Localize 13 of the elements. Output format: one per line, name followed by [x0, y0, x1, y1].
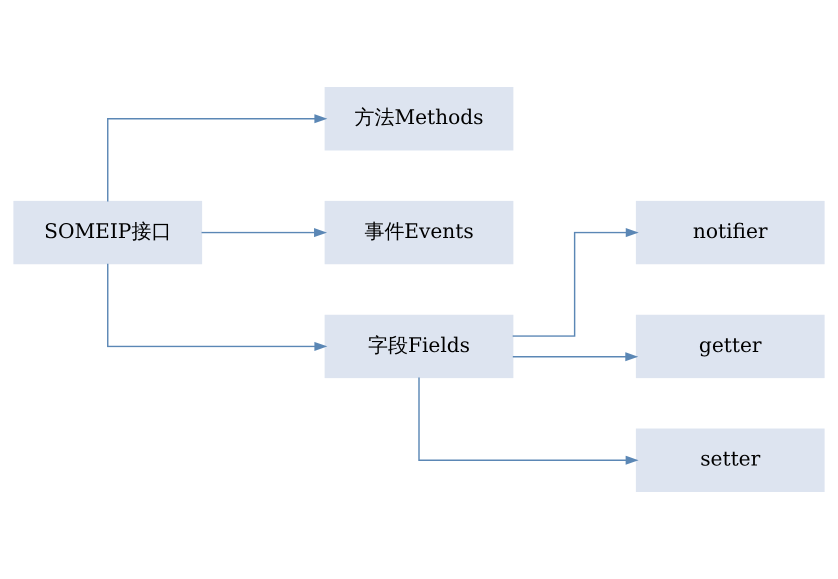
node-box: 事件Events — [324, 200, 514, 264]
arrow — [202, 228, 328, 238]
arrow — [512, 352, 638, 362]
arrow — [418, 378, 639, 465]
node-box: notifier — [636, 200, 825, 264]
node-box: 字段Fields — [324, 314, 514, 378]
node-box: getter — [636, 314, 825, 378]
node-box: 方法Methods — [324, 87, 514, 150]
arrow — [107, 114, 328, 202]
arrow — [107, 264, 328, 351]
arrow — [512, 228, 639, 337]
node-box: SOMEIP接口 — [13, 200, 202, 264]
node-box: setter — [636, 428, 825, 492]
